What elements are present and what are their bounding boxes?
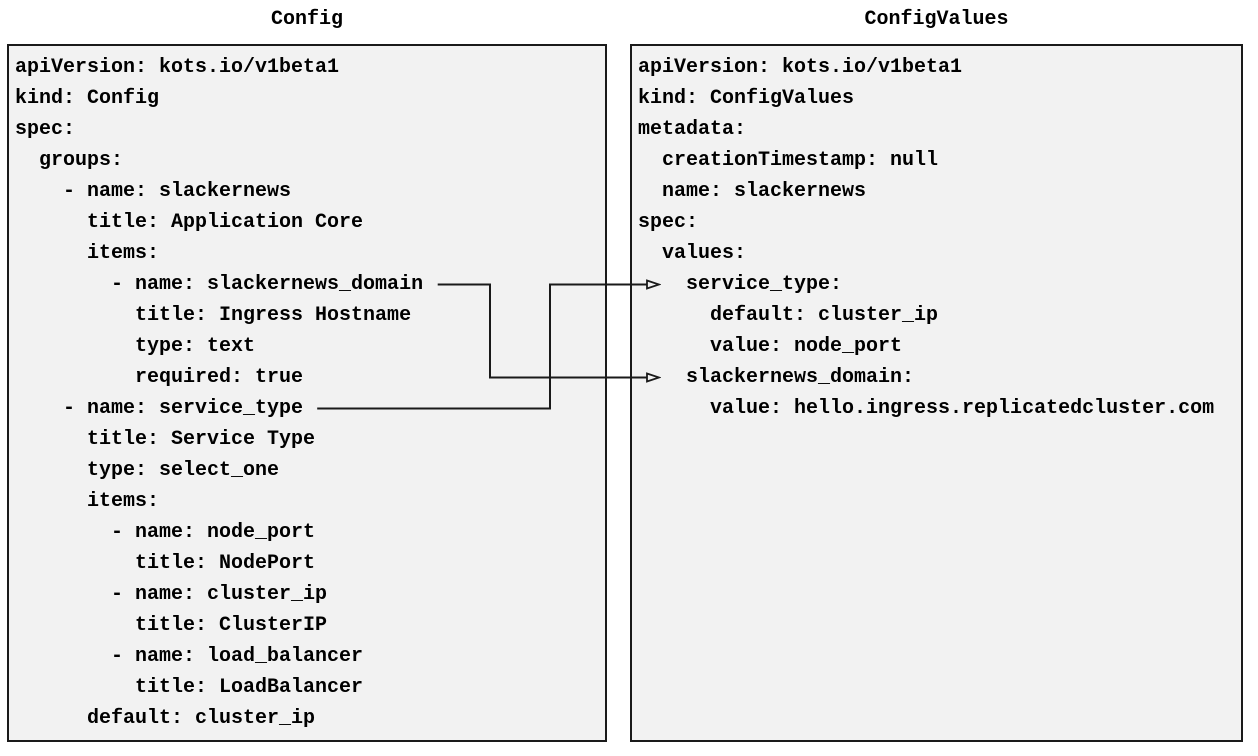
config-panel: apiVersion: kots.io/v1beta1 kind: Config…: [7, 44, 607, 742]
config-panel-title: Config: [270, 8, 343, 31]
configvalues-panel: apiVersion: kots.io/v1beta1 kind: Config…: [630, 44, 1243, 742]
configvalues-panel-title: ConfigValues: [864, 8, 1009, 31]
configvalues-yaml-code: apiVersion: kots.io/v1beta1 kind: Config…: [638, 56, 1215, 420]
config-yaml-code: apiVersion: kots.io/v1beta1 kind: Config…: [15, 56, 424, 730]
